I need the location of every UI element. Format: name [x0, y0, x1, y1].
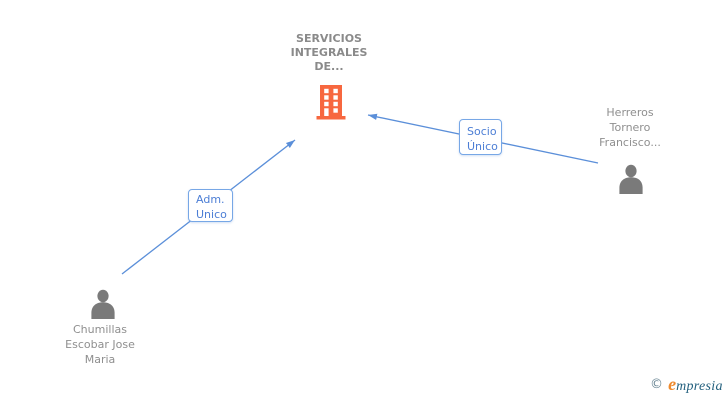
empresia-wordmark: empresia: [668, 374, 723, 394]
person-node-label-herreros[interactable]: Herreros Tornero Francisco...: [599, 106, 661, 149]
person-icon: [619, 164, 643, 194]
company-node-label[interactable]: SERVICIOS INTEGRALES DE...: [290, 32, 368, 73]
company-node[interactable]: [316, 85, 346, 124]
edge-label-adm-unico[interactable]: Adm. Unico: [188, 189, 233, 222]
brand-initial: e: [668, 374, 677, 394]
empresia-logo[interactable]: © empresia: [650, 374, 726, 395]
person-node-herreros[interactable]: [617, 164, 645, 198]
person-node-label-chumillas[interactable]: Chumillas Escobar Jose Maria: [65, 323, 135, 366]
building-icon: [316, 85, 346, 120]
brand-rest: mpresia: [676, 379, 723, 394]
person-node-chumillas[interactable]: [89, 289, 117, 323]
edge-label-socio-unico[interactable]: Socio Único: [459, 119, 502, 155]
copyright-icon: ©: [650, 377, 663, 392]
person-icon: [91, 289, 115, 319]
